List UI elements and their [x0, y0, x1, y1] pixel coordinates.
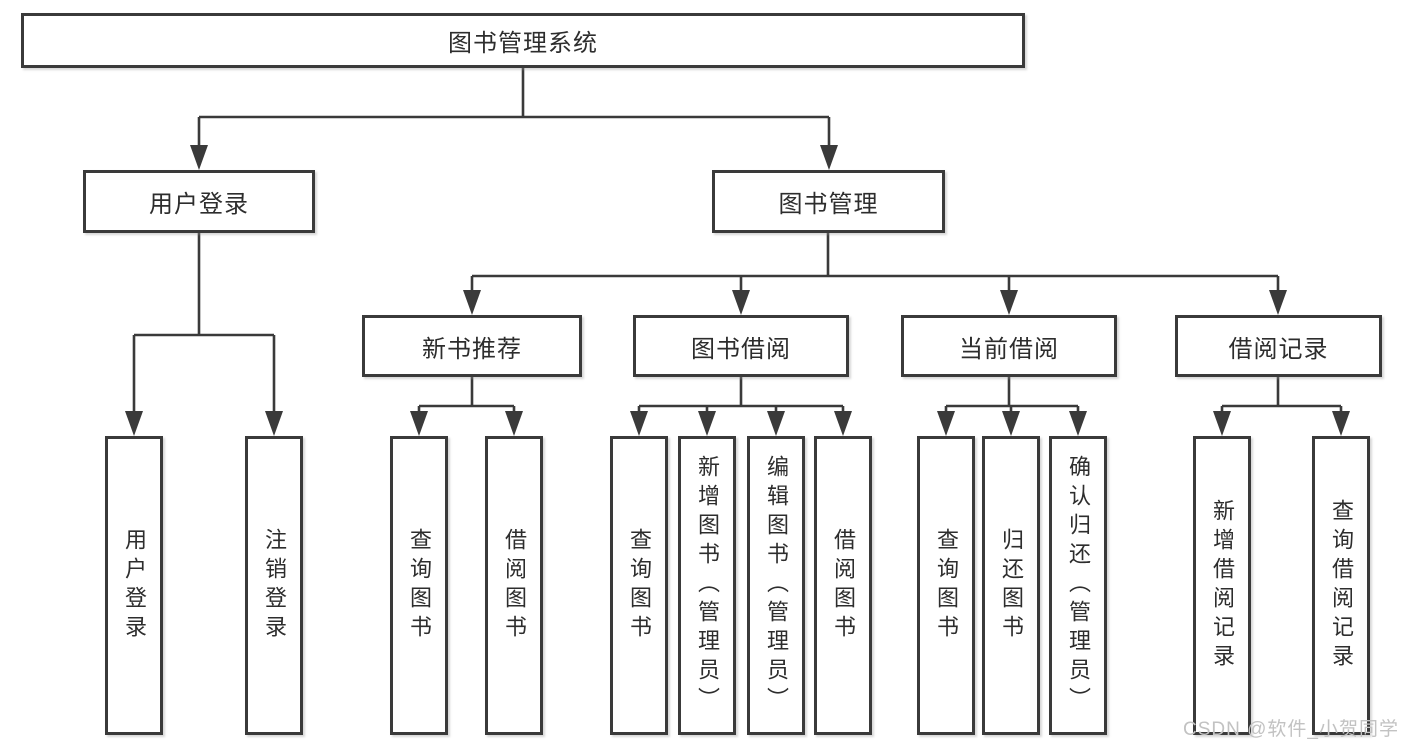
leaf-logout: 注销登录: [245, 436, 303, 735]
node-borrow-records: 借阅记录: [1175, 315, 1382, 377]
node-user-login-label: 用户登录: [149, 191, 249, 218]
watermark: CSDN @软件_小贺同学: [1183, 719, 1399, 740]
node-current-borrow: 当前借阅: [901, 315, 1117, 377]
node-book-management-label: 图书管理: [778, 191, 879, 218]
node-root-label: 图书管理系统: [448, 30, 598, 57]
connector-new-book-recommend-to-leaves: [410, 377, 523, 436]
leaf-borrow-books-recommend-label: 借阅图书: [502, 527, 527, 644]
leaf-user-login-label: 用户登录: [122, 527, 147, 644]
leaf-edit-books-admin: 编辑图书（管理员）: [747, 436, 805, 735]
leaf-user-login: 用户登录: [105, 436, 163, 735]
connector-current-borrow-to-leaves: [937, 377, 1087, 436]
leaf-add-borrow-record-label: 新增借阅记录: [1210, 498, 1235, 673]
leaf-add-books-admin: 新增图书（管理员）: [678, 436, 736, 735]
leaf-borrow-books-borrow-label: 借阅图书: [831, 527, 856, 644]
leaf-query-borrow-record-label: 查询借阅记录: [1329, 498, 1354, 673]
node-root: 图书管理系统: [21, 13, 1025, 68]
leaf-add-books-admin-label: 新增图书（管理员）: [695, 455, 720, 716]
leaf-query-borrow-record: 查询借阅记录: [1312, 436, 1370, 735]
leaf-query-books-recommend-label: 查询图书: [407, 527, 432, 644]
leaf-edit-books-admin-label: 编辑图书（管理员）: [764, 455, 789, 716]
leaf-confirm-return-admin-label: 确认归还（管理员）: [1066, 455, 1091, 716]
leaf-confirm-return-admin: 确认归还（管理员）: [1049, 436, 1107, 735]
leaf-return-books: 归还图书: [982, 436, 1040, 735]
connector-book-management-to-level3: [463, 233, 1287, 315]
connector-borrow-records-to-leaves: [1213, 377, 1350, 436]
node-book-management: 图书管理: [712, 170, 945, 233]
leaf-logout-label: 注销登录: [262, 527, 287, 644]
leaf-borrow-books-borrow: 借阅图书: [814, 436, 872, 735]
node-new-book-recommend: 新书推荐: [362, 315, 582, 377]
node-new-book-recommend-label: 新书推荐: [422, 335, 522, 363]
node-user-login: 用户登录: [83, 170, 315, 233]
connector-book-borrow-to-leaves: [630, 377, 852, 436]
leaf-add-borrow-record: 新增借阅记录: [1193, 436, 1251, 735]
connector-user-login-to-leaves: [125, 233, 283, 436]
node-book-borrow-label: 图书借阅: [691, 335, 791, 363]
leaf-borrow-books-recommend: 借阅图书: [485, 436, 543, 735]
node-book-borrow: 图书借阅: [633, 315, 849, 377]
leaf-query-books-current-label: 查询图书: [934, 527, 959, 644]
leaf-return-books-label: 归还图书: [999, 527, 1024, 644]
node-borrow-records-label: 借阅记录: [1228, 335, 1329, 363]
leaf-query-books-current: 查询图书: [917, 436, 975, 735]
leaf-query-books-recommend: 查询图书: [390, 436, 448, 735]
leaf-query-books-borrow: 查询图书: [610, 436, 668, 735]
leaf-query-books-borrow-label: 查询图书: [627, 527, 652, 644]
node-current-borrow-label: 当前借阅: [959, 335, 1059, 363]
connector-root-to-level2: [190, 68, 838, 170]
